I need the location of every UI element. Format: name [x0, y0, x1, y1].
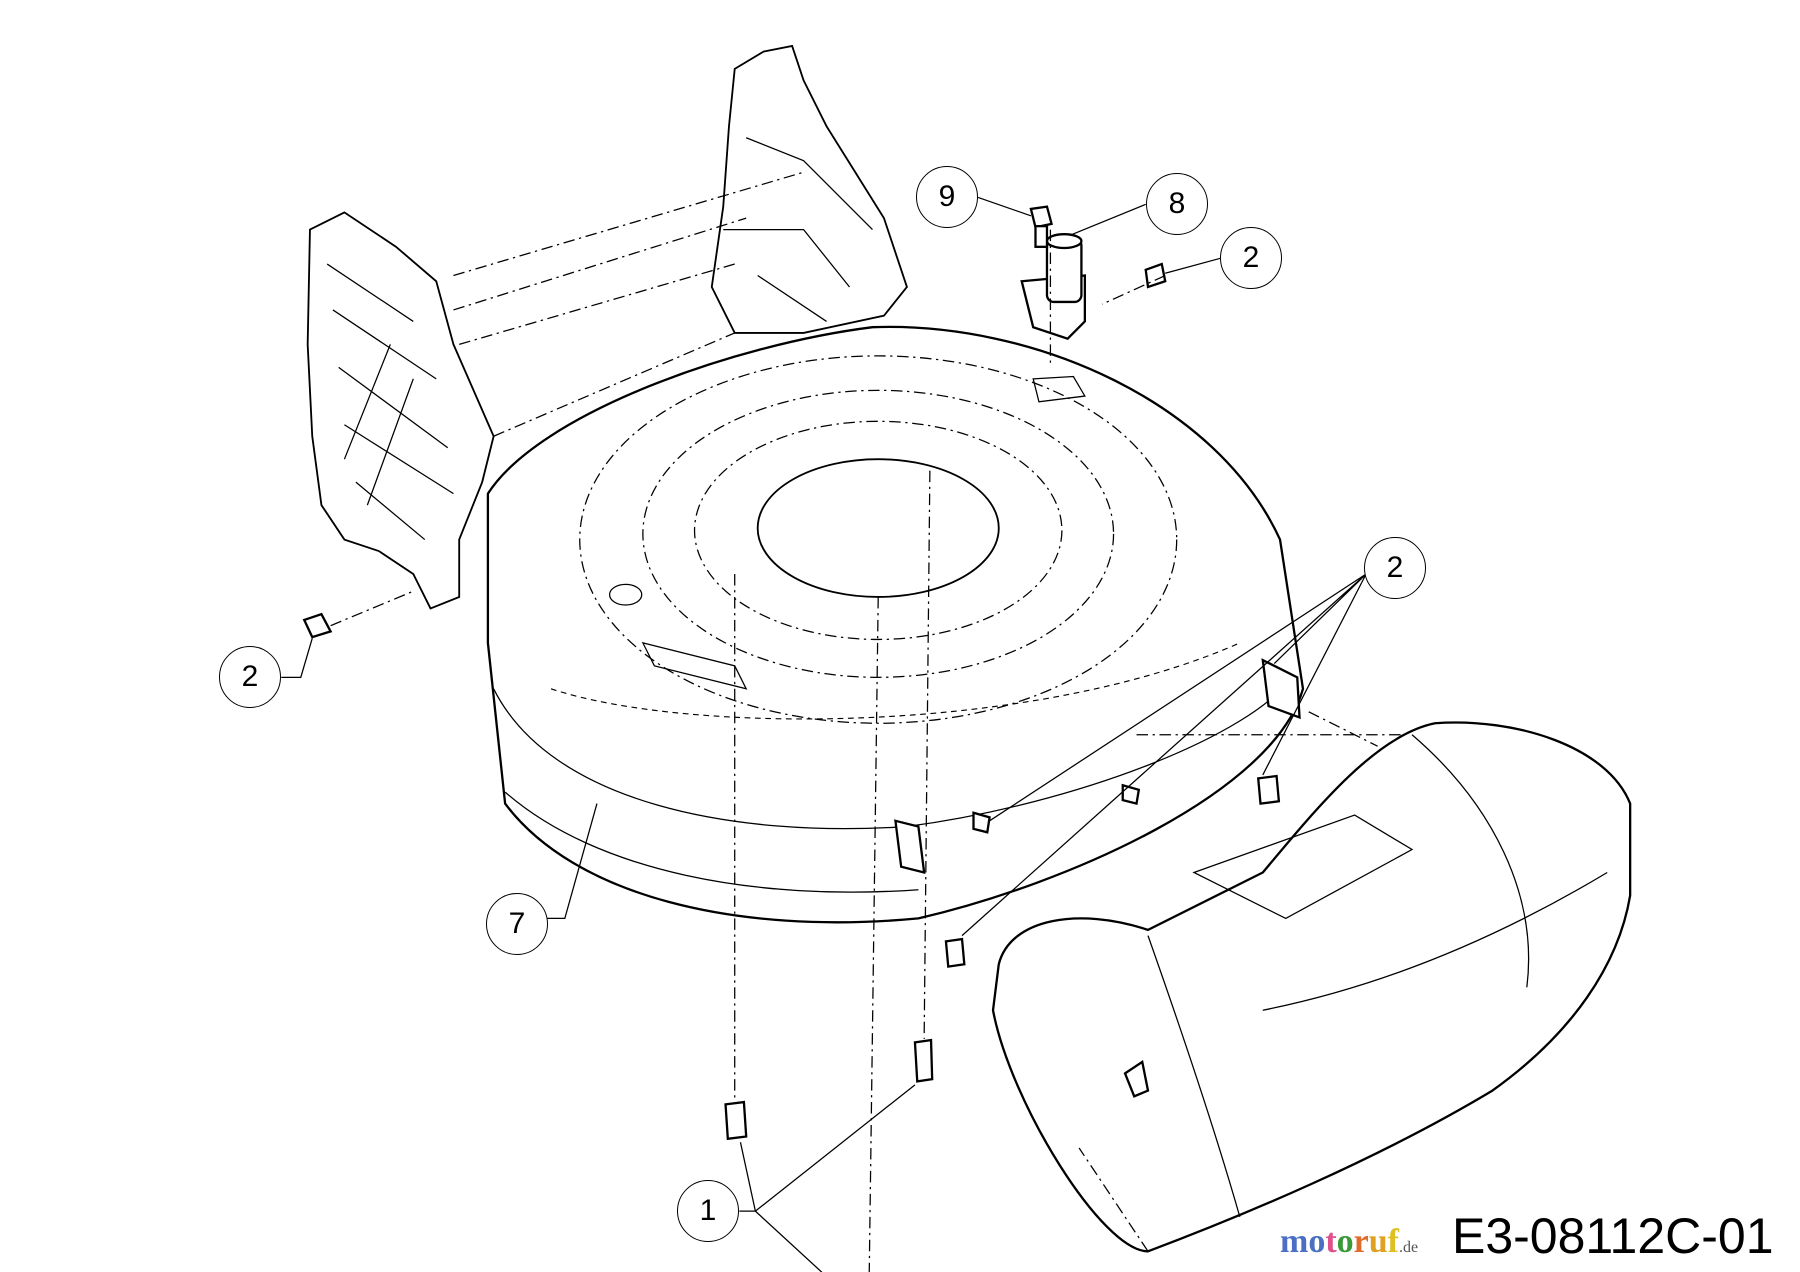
watermark-logo: motoruf.de	[1280, 1222, 1418, 1268]
callout-1: 1	[677, 1180, 739, 1242]
mower-deck	[486, 325, 1305, 924]
leader-lines	[281, 196, 1367, 1272]
watermark-suffix: .de	[1399, 1239, 1419, 1256]
assembly-lines	[330, 229, 1166, 1272]
callout-7: 7	[486, 893, 548, 955]
part-9-bolt	[1029, 205, 1053, 248]
handle-frame	[306, 44, 908, 610]
callout-2-top: 2	[1220, 227, 1282, 289]
callout-9: 9	[916, 166, 978, 228]
drawing-code: E3-08112C-01	[1452, 1208, 1774, 1264]
bolts	[302, 262, 1281, 1141]
part-8-mulch-plug	[1020, 233, 1087, 340]
watermark-text: motoruf	[1280, 1223, 1399, 1260]
grass-catcher	[991, 711, 1632, 1253]
callout-2-left: 2	[219, 646, 281, 708]
callout-8: 8	[1146, 173, 1208, 235]
callout-2-right: 2	[1364, 537, 1426, 599]
